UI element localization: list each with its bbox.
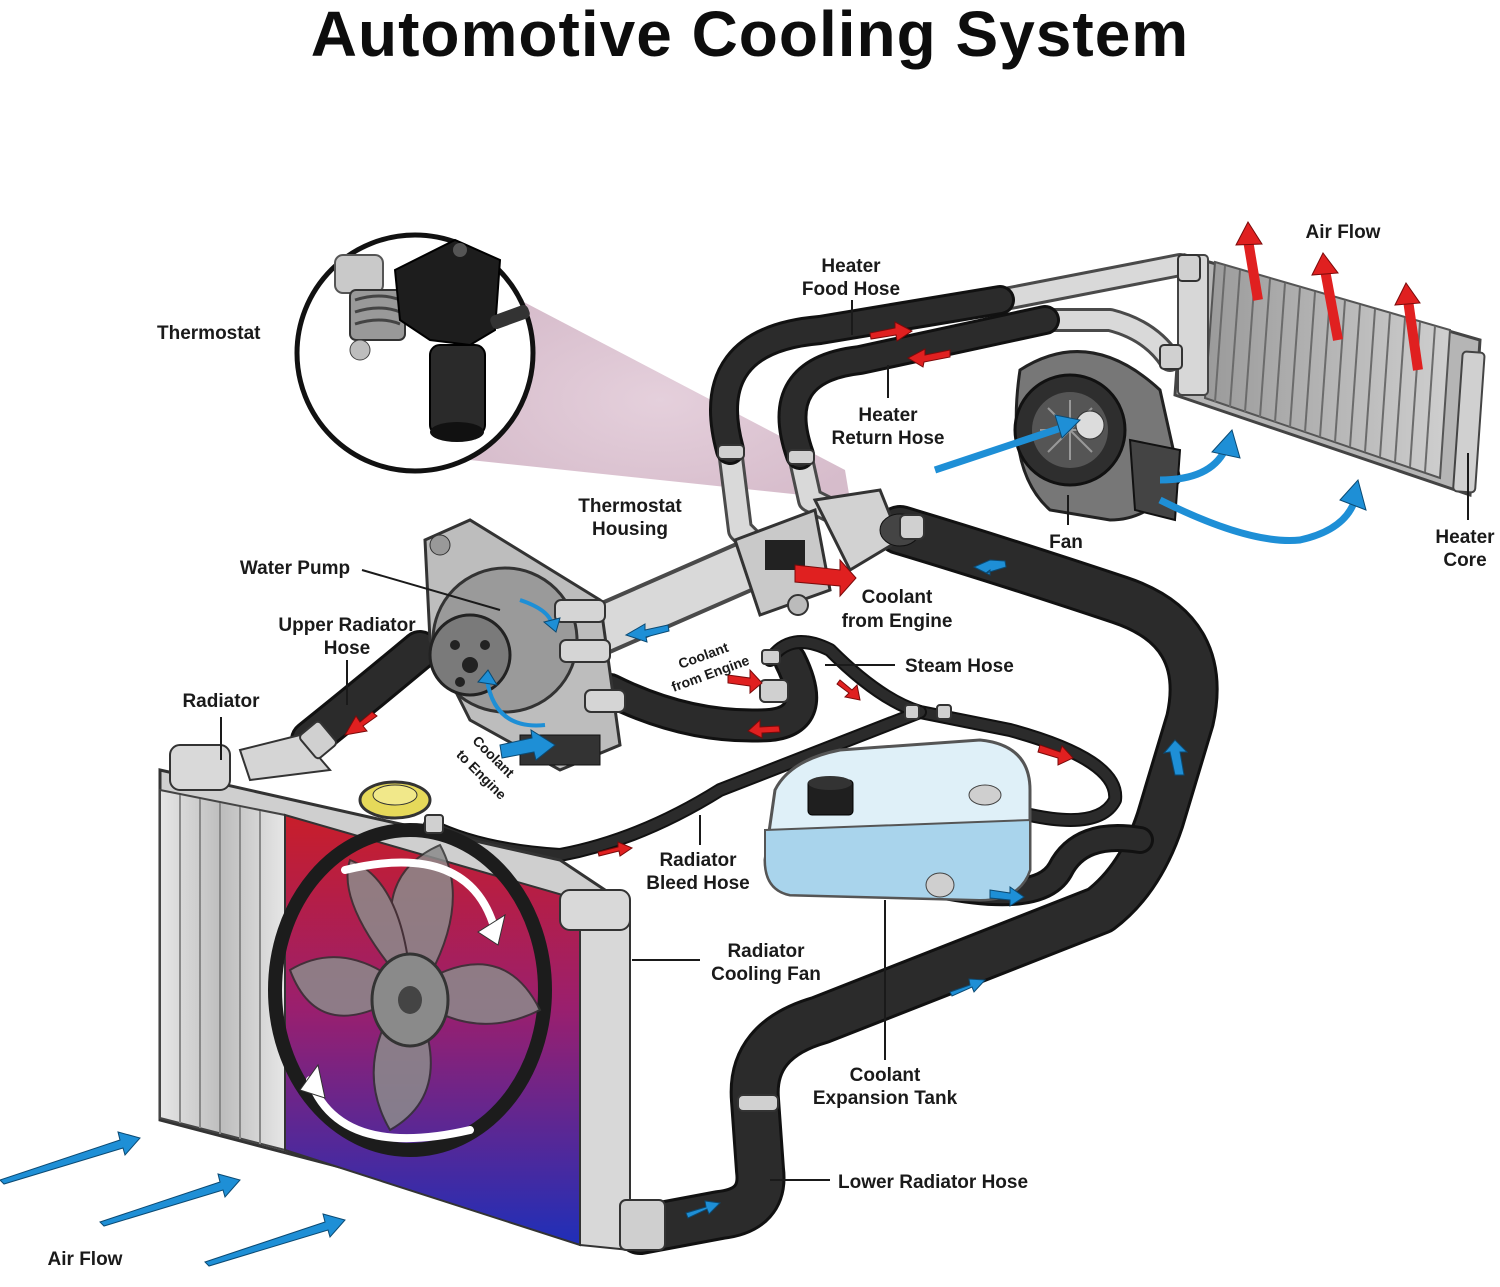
labels: Thermostat Heater Food Hose Heater Retur… [48, 222, 1496, 1270]
label-radiator-bleed-hose-line1: Radiator [659, 850, 737, 871]
label-thermostat: Thermostat [157, 323, 261, 344]
label-heater-return-hose-line1: Heater [858, 405, 918, 426]
label-coolant-expansion-tank-line1: Coolant [850, 1065, 921, 1086]
heater-hoses [709, 285, 1060, 470]
label-radiator-cooling-fan-line1: Radiator [727, 941, 805, 962]
label-thermostat-housing-line1: Thermostat [578, 496, 682, 517]
label-fan: Fan [1049, 532, 1083, 553]
label-thermostat-housing-line2: Housing [592, 519, 668, 540]
radiator-cooling-fan [268, 823, 552, 1157]
heater-core [1173, 253, 1486, 498]
label-radiator-cooling-fan-line2: Cooling Fan [711, 964, 821, 985]
label-steam-hose: Steam Hose [905, 656, 1014, 677]
label-coolant-expansion-tank-line2: Expansion Tank [813, 1088, 958, 1109]
thermostat-part-image [334, 238, 530, 442]
diagram-title: Automotive Cooling System [310, 0, 1190, 70]
hot-flow-arrows [344, 221, 1423, 857]
label-coolant-from-engine-line1: Coolant [862, 587, 933, 608]
label-heater-core-line1: Heater [1435, 527, 1495, 548]
hose-clamps [299, 254, 1201, 1112]
label-air-flow-top: Air Flow [1306, 222, 1381, 243]
label-heater-return-hose-line2: Return Hose [832, 428, 945, 449]
thermostat-zoom-cone [470, 300, 850, 500]
label-lower-radiator-hose: Lower Radiator Hose [838, 1172, 1028, 1193]
label-upper-radiator-hose-line1: Upper Radiator [278, 615, 416, 636]
label-radiator: Radiator [182, 691, 260, 712]
thermostat-callout [294, 232, 536, 474]
cold-flow-arrows [0, 414, 1367, 1267]
label-coolant-from-engine-line2: from Engine [842, 611, 953, 632]
label-heater-core-line2: Core [1443, 550, 1486, 571]
water-pump [423, 518, 626, 772]
label-radiator-bleed-hose-line2: Bleed Hose [646, 873, 749, 894]
label-water-pump: Water Pump [240, 558, 350, 579]
coolant-expansion-tank [763, 738, 1032, 902]
label-heater-food-hose-line2: Food Hose [802, 279, 900, 300]
label-upper-radiator-hose-line2: Hose [324, 638, 370, 659]
label-heater-food-hose-line1: Heater [821, 256, 881, 277]
label-air-flow-bottom: Air Flow [48, 1249, 123, 1270]
leader-lines [220, 300, 1469, 1181]
